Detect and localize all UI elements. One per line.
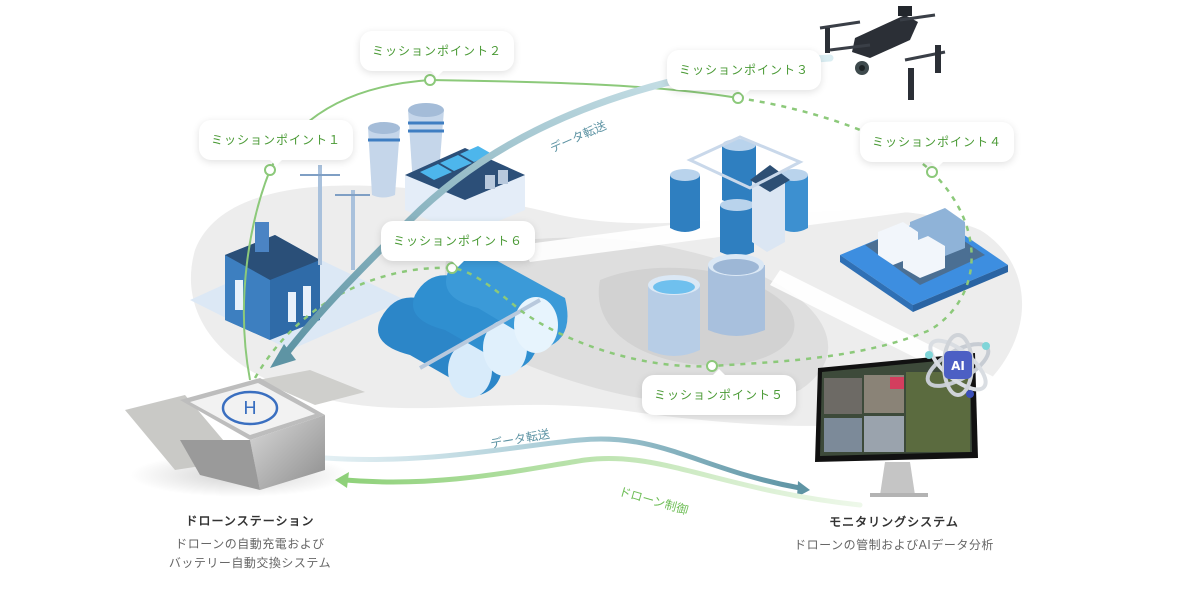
- helipad-circle: [221, 390, 279, 426]
- monitoring-monitor-illustration: [815, 353, 978, 497]
- helipad-mark: H: [243, 398, 257, 419]
- mission-point-5-label: ミッションポイント５: [642, 369, 797, 415]
- mission-point-4-label: ミッションポイント４: [860, 122, 1015, 168]
- drone-data-arrowhead: [270, 344, 296, 368]
- drone-station-caption: ドローンステーション ドローンの自動充電および バッテリー自動交換システム: [140, 512, 360, 573]
- mission-point-6-label: ミッションポイント６: [381, 221, 536, 267]
- platform-illustration: [840, 208, 1008, 312]
- mission-point-2-label: ミッションポイント２: [360, 31, 515, 77]
- mission-point-1-label: ミッションポイント１: [199, 120, 354, 166]
- drone-station-desc-line1: ドローンの自動充電および: [175, 537, 325, 551]
- ai-badge-label: AI: [951, 359, 965, 373]
- waypoint-4: [926, 166, 938, 178]
- ai-atom-badge: [925, 333, 991, 398]
- drone-station-illustration: [125, 370, 365, 497]
- station-monitor-flows: [322, 436, 863, 508]
- data-transfer-line: [322, 436, 803, 491]
- waypoint-5: [706, 360, 718, 372]
- power-plant-illustration: [368, 103, 525, 235]
- data-transfer-arrowhead: [797, 481, 810, 497]
- water-tanks-illustration: [648, 254, 765, 356]
- monitoring-system-title: モニタリングシステム: [829, 515, 959, 529]
- drone-station-desc-line2: バッテリー自動交換システム: [168, 556, 332, 570]
- monitoring-system-desc: ドローンの管制およびAIデータ分析: [794, 538, 994, 552]
- mission-point-3-label: ミッションポイント３: [667, 50, 822, 96]
- monitoring-system-caption: モニタリングシステム ドローンの管制およびAIデータ分析: [778, 513, 1010, 555]
- storage-tanks-illustration: [378, 255, 568, 398]
- drone-control-line: [342, 455, 863, 508]
- drone-illustration: [819, 6, 946, 100]
- waypoint-1: [264, 164, 276, 176]
- route-solid-segment: [242, 78, 739, 381]
- waypoint-2: [424, 74, 436, 86]
- silo-complex-illustration: [670, 135, 808, 256]
- drone-station-title: ドローンステーション: [185, 514, 315, 528]
